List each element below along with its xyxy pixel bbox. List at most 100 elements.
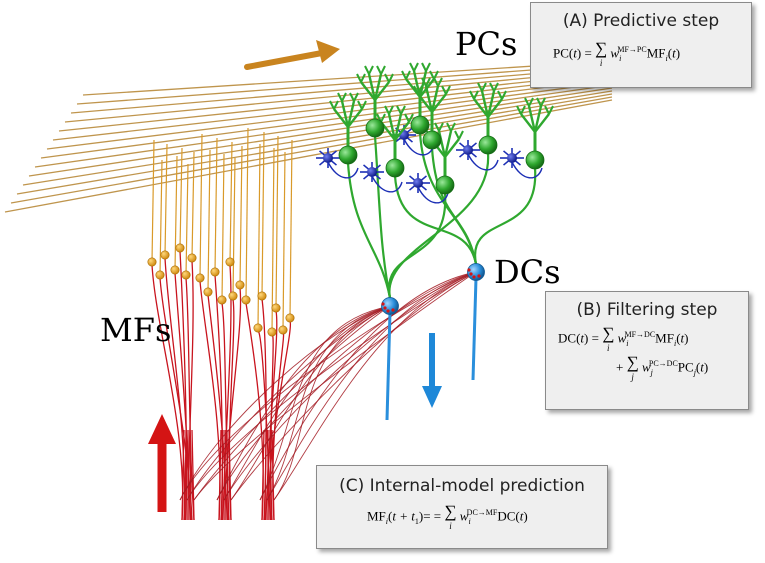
dc-feedback-fiber — [273, 271, 477, 501]
eq-b-lhs: DC — [558, 330, 577, 346]
purkinje-cell — [401, 62, 439, 135]
basket-cell — [456, 140, 499, 171]
granule-ascending-axon — [245, 127, 249, 301]
mossy-fiber-trunk — [184, 429, 187, 521]
granule-cell — [285, 313, 295, 323]
purkinje-axon — [387, 192, 447, 299]
purkinje-cells — [329, 62, 554, 195]
mossy-fiber-trunk — [191, 429, 195, 521]
granule-cell — [195, 273, 205, 283]
eq-c-lhs: MF — [367, 508, 386, 524]
granule-cell — [241, 295, 251, 305]
granule-ascending-axon — [221, 153, 225, 301]
granule-cell — [210, 267, 220, 277]
filtering-step-box: (B) Filtering step DC(t) = ∑i wiMF→DCMFi… — [545, 291, 749, 410]
parallel-fiber — [4, 99, 613, 213]
eq-c-arg: t + t — [392, 508, 415, 524]
parallel-fiber — [34, 84, 613, 168]
purkinje-axons — [346, 132, 537, 299]
eq-c-t: t — [519, 508, 524, 524]
granule-ascending-axon — [207, 149, 211, 293]
purkinje-axon — [393, 175, 478, 265]
filtering-step-title: (B) Filtering step — [576, 300, 718, 320]
granule-cell — [225, 257, 235, 267]
granule-cell — [267, 327, 277, 337]
purkinje-cell — [376, 105, 414, 178]
granule-cell — [278, 325, 288, 335]
mossy-fiber-branch — [207, 294, 228, 521]
granule-ascending-axon — [199, 133, 203, 279]
granule-ascending-axon — [261, 131, 265, 297]
granule-ascending-axon — [289, 139, 293, 319]
eq-a-index: i — [599, 58, 603, 69]
basket-cell — [392, 125, 435, 156]
granule-cell — [181, 270, 191, 280]
granule-cell — [175, 243, 185, 253]
predictive-step-box: (A) Predictive step PC(t) = ∑i wiMF→PCMF… — [530, 2, 752, 88]
filtering-step-equation-line1: DC(t) = ∑i wiMF→DCMFi(t) — [558, 324, 689, 354]
granule-ascending-axon — [271, 147, 275, 333]
mossy-fiber-branch — [174, 272, 191, 521]
dc-feedback-fiber — [230, 305, 391, 501]
parallel-fiber — [40, 81, 613, 159]
granule-ascending-axon — [282, 151, 286, 331]
granule-ascending-axon — [179, 147, 183, 249]
parallel-fiber — [82, 60, 613, 96]
granule-cell — [170, 265, 180, 275]
mossy-fiber-branch — [245, 302, 264, 521]
dc-feedback-fiber — [266, 305, 391, 501]
mossy-fiber-trunk — [218, 429, 222, 521]
mossy-fiber-branch — [164, 257, 186, 521]
granule-ascending-axon — [174, 155, 178, 271]
predictive-step-equation: PC(t) = ∑i wiMF→PCMFi(t) — [553, 39, 681, 69]
parallel-fiber — [10, 96, 613, 204]
parallel-fiber — [76, 63, 613, 105]
internal-model-title: (C) Internal-model prediction — [339, 476, 585, 496]
mfs-label: MFs — [100, 311, 172, 349]
parallel-fiber — [16, 93, 613, 195]
eq-c-weight-sup: DC→MF — [466, 508, 498, 518]
parallel-fiber — [46, 78, 613, 150]
purkinje-axon — [346, 162, 392, 299]
granule-ascending-axon — [229, 141, 233, 263]
dc-feedback-fiber — [186, 305, 391, 501]
pcs-label: PCs — [455, 25, 518, 63]
granule-cell — [155, 270, 165, 280]
basket-cell — [360, 162, 403, 193]
granule-ascending-axons — [151, 127, 293, 333]
basket-cell — [406, 173, 449, 204]
mossy-fiber-input-arrow — [148, 414, 176, 512]
eq-b-weight1-sup: MF→DC — [624, 330, 656, 340]
eq-b-index-i: i — [607, 343, 610, 354]
eq-b-index-j: j — [631, 372, 634, 383]
granule-ascending-axon — [257, 143, 261, 329]
purkinje-cell — [329, 92, 367, 165]
purkinje-cell — [516, 97, 554, 170]
dc-feedback-fiber — [186, 271, 477, 501]
granule-cell — [160, 250, 170, 260]
granule-ascending-axon — [159, 159, 163, 276]
mossy-fiber-trunk — [261, 429, 265, 521]
granule-cell — [235, 280, 245, 290]
granule-ascending-axon — [164, 143, 168, 256]
dc-feedback-fiber — [230, 271, 477, 501]
eq-c-equals: = = — [423, 508, 442, 524]
purkinje-axon — [473, 167, 537, 265]
dc-feedback-fiber — [179, 271, 477, 501]
predictive-step-title: (A) Predictive step — [562, 11, 720, 31]
dc-feedback-fibers — [179, 271, 477, 501]
deep-cerebellar-nuclei — [381, 263, 485, 421]
purkinje-axon — [373, 135, 392, 299]
eq-c-arg-sub: 1 — [414, 517, 419, 527]
dc-feedback-fiber — [223, 271, 477, 501]
parallel-fiber-direction-arrow — [244, 40, 340, 70]
eq-a-lhs: PC — [553, 45, 569, 61]
eq-a-term: MF — [646, 45, 666, 61]
eq-b-weight2-sup: PC→DC — [648, 359, 678, 369]
granule-cell — [271, 303, 281, 313]
mossy-fiber-branch — [179, 250, 188, 521]
mossy-fiber-trunk — [181, 429, 185, 521]
deep-nucleus-cell — [467, 263, 485, 381]
dcs-label: DCs — [494, 253, 561, 291]
